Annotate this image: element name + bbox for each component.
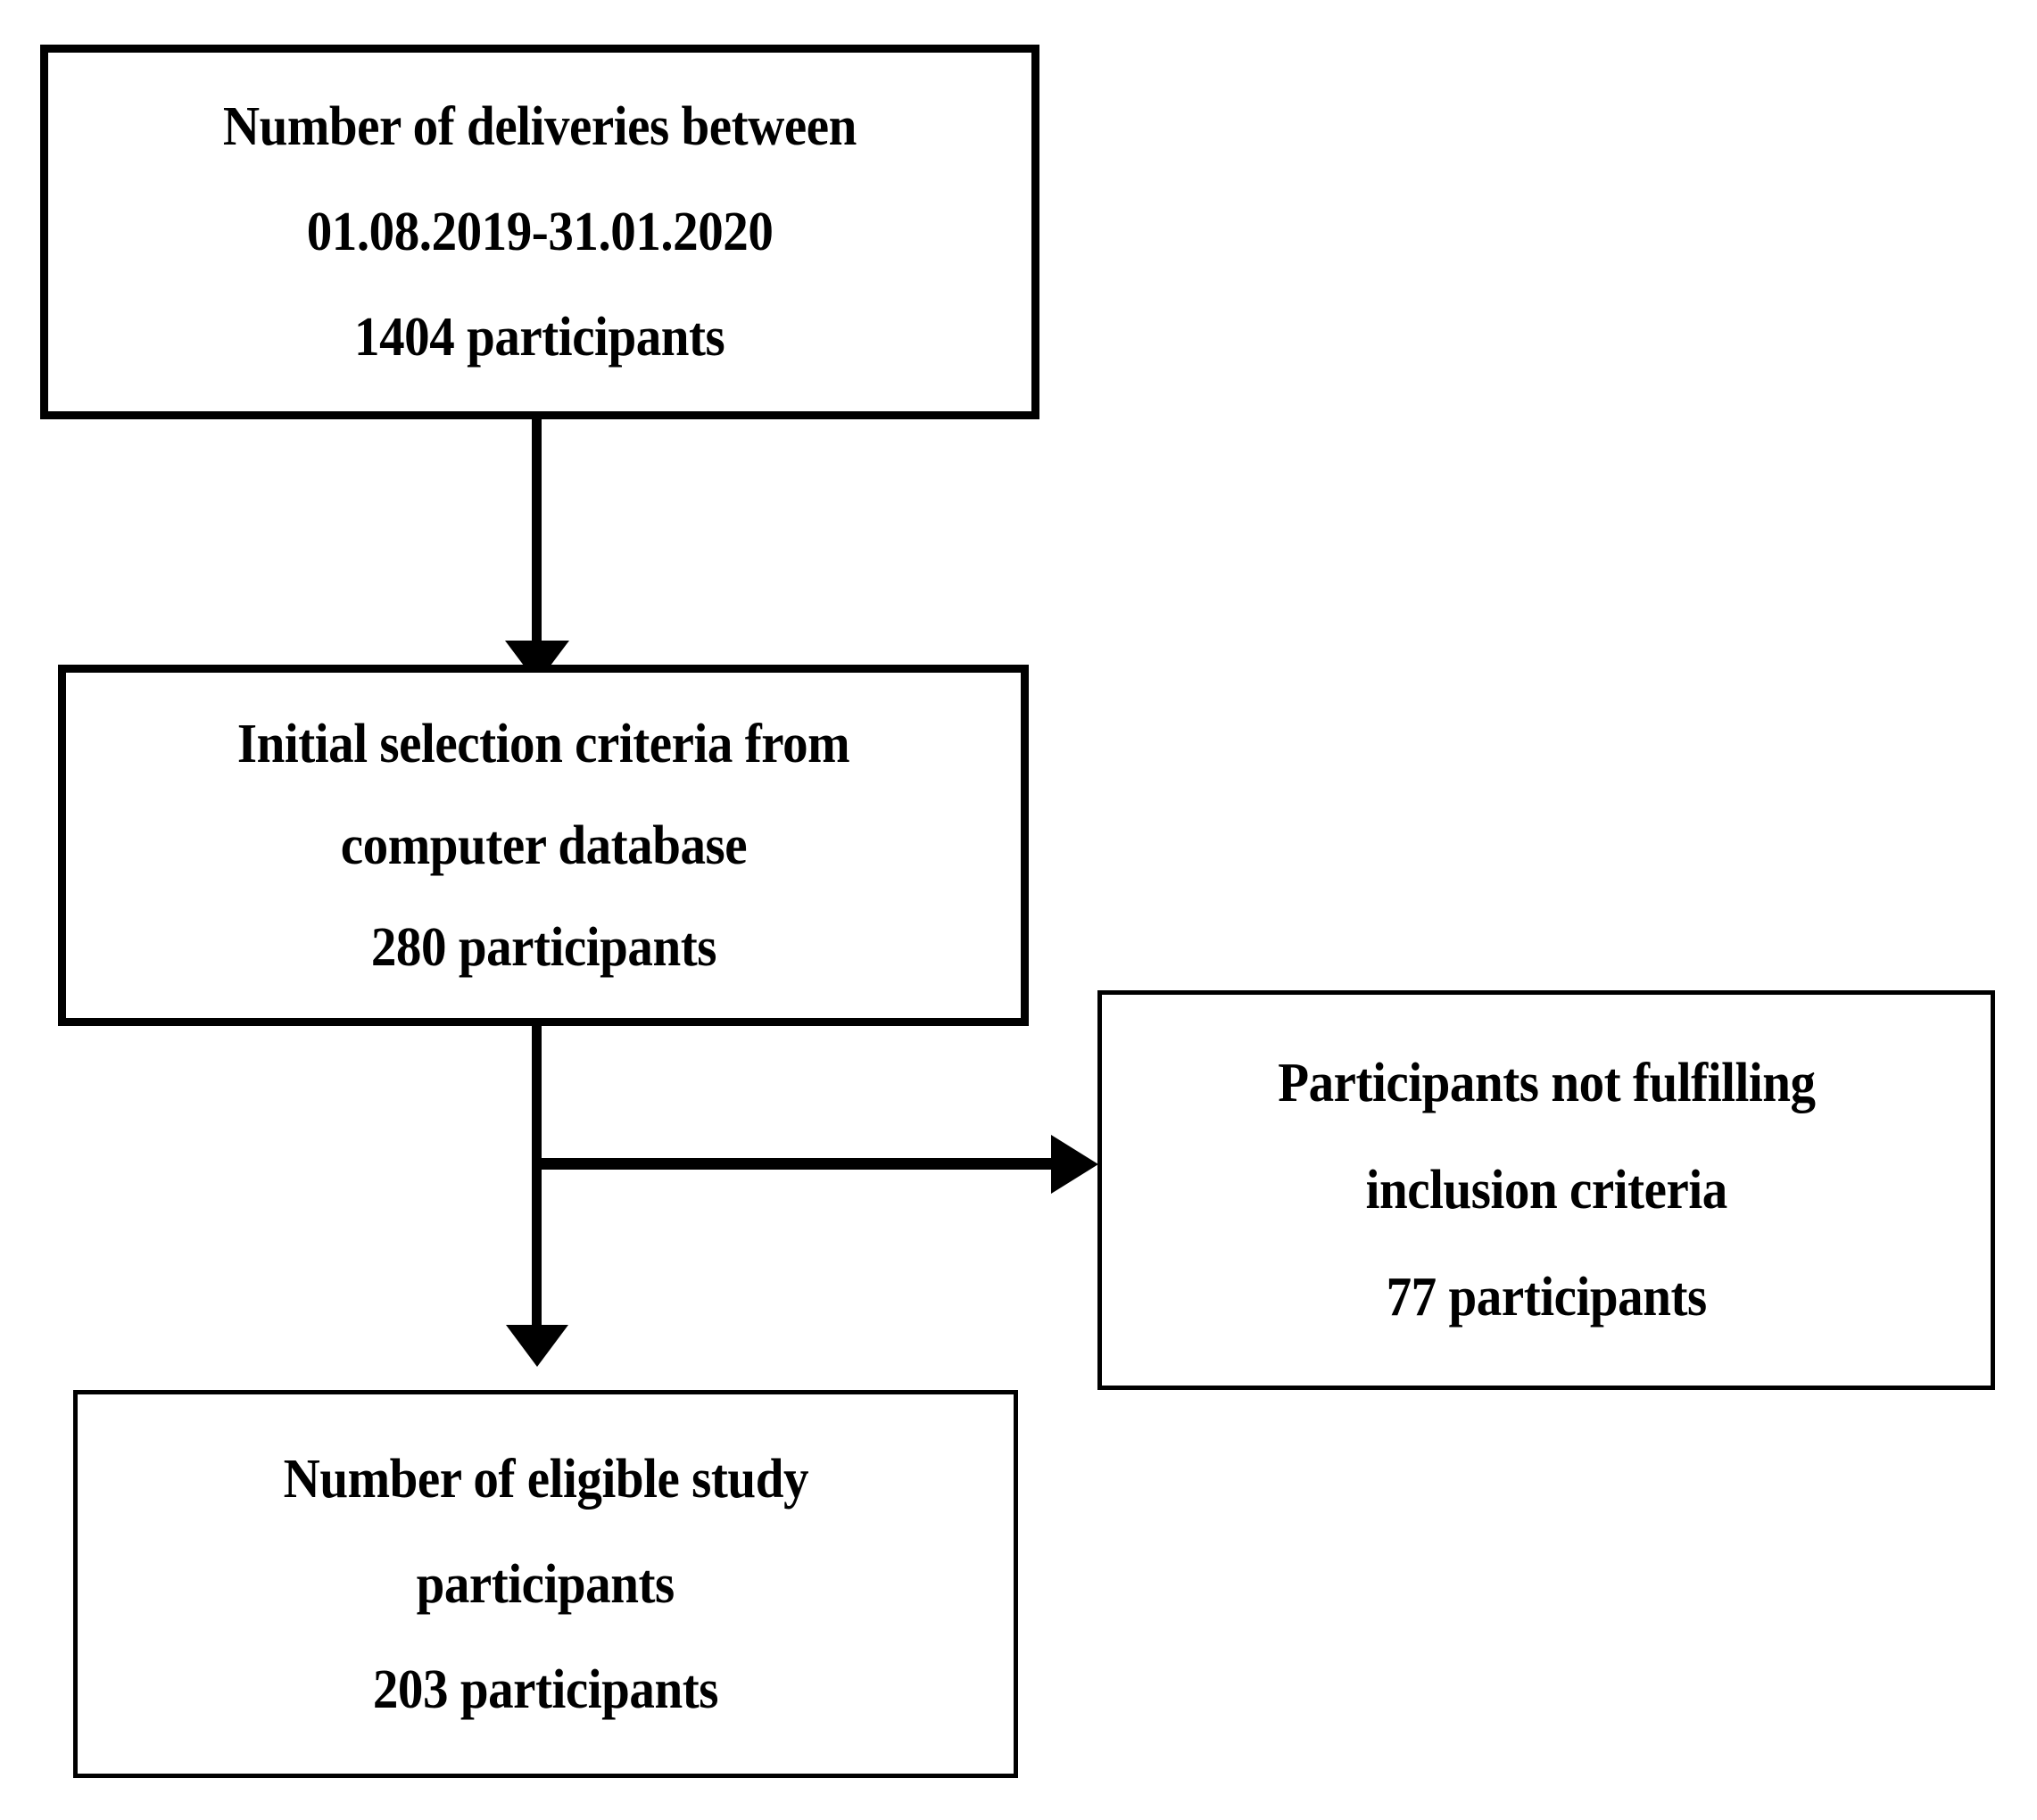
flow-node-excluded: Participants not fulfilling inclusion cr… — [1097, 990, 1995, 1390]
flow-node-eligible: Number of eligible study participants 20… — [73, 1390, 1018, 1778]
node-excluded-line-2: inclusion criteria — [1365, 1160, 1727, 1220]
node-eligible-line-2: participants — [416, 1553, 675, 1615]
arrow-down-icon — [506, 1325, 568, 1367]
edge-initial-to-excluded-line — [532, 1158, 1058, 1170]
arrow-right-icon — [1051, 1135, 1098, 1194]
node-deliveries-line-3: 1404 participants — [354, 307, 725, 368]
node-eligible-line-3: 203 participants — [372, 1659, 719, 1720]
node-eligible-line-1: Number of eligible study — [283, 1448, 808, 1510]
node-excluded-line-3: 77 participants — [1386, 1267, 1707, 1328]
node-deliveries-line-2: 01.08.2019-31.01.2020 — [306, 202, 774, 262]
node-deliveries-line-1: Number of deliveries between — [222, 96, 857, 157]
node-initial-selection-line-1: Initial selection criteria from — [236, 713, 850, 774]
flow-node-deliveries: Number of deliveries between 01.08.2019-… — [40, 45, 1039, 419]
node-initial-selection-line-3: 280 participants — [370, 916, 716, 978]
node-excluded-line-1: Participants not fulfilling — [1277, 1053, 1816, 1113]
edge-initial-to-eligible-line — [532, 1024, 542, 1328]
edge-deliveries-to-initial-line — [532, 412, 542, 646]
node-initial-selection-line-2: computer database — [340, 815, 747, 876]
flow-node-initial-selection: Initial selection criteria from computer… — [58, 665, 1029, 1026]
